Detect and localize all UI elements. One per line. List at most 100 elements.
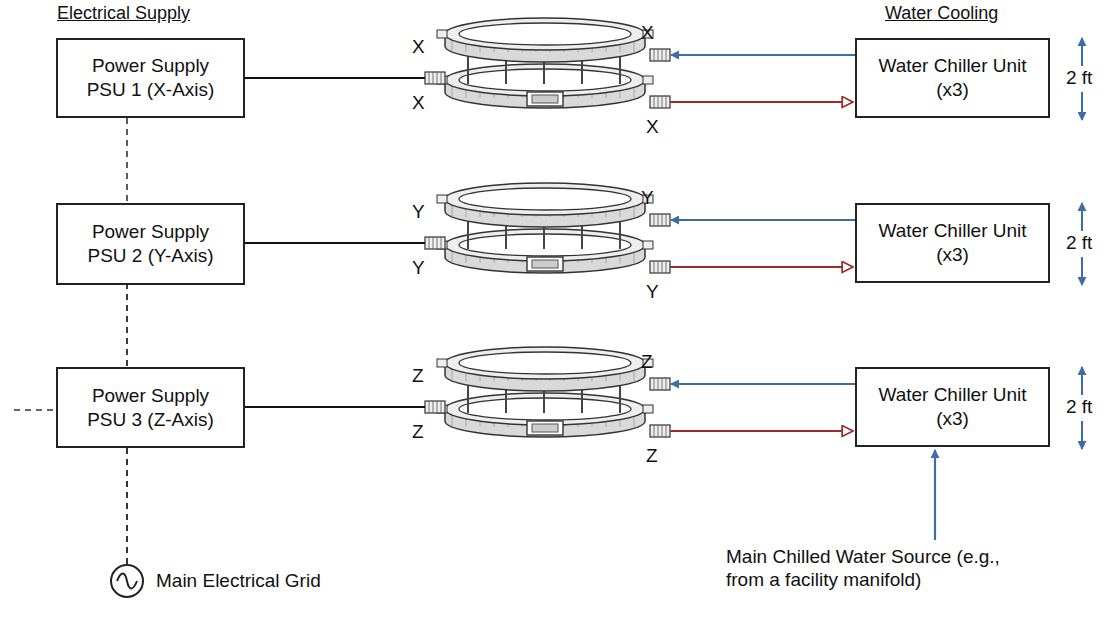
section-heading: Water Cooling [885,3,998,25]
power-cable [245,242,425,244]
chiller-box: Water Chiller Unit (x3) [855,38,1050,118]
fitting-thread [658,49,659,61]
hose-fitting [650,49,670,61]
axis-label: Z [412,365,424,388]
connectors [127,118,128,564]
fitting-thread [441,72,442,84]
power-supply-box: Power Supply PSU 3 (Z-Axis) [56,367,245,448]
box-text: Water Chiller Unit (x3) [870,54,1035,102]
fitting-thread [437,237,438,249]
fitting-thread [441,237,442,249]
fitting-thread [429,72,430,84]
fitting-thread [666,261,667,273]
coil-window [527,421,563,435]
fitting-thread [654,214,655,226]
wires [14,38,1082,540]
ring-tab [643,405,653,413]
dimension-label: 2 ft [1064,232,1094,255]
axis-label: Z [412,421,424,444]
axis-label: Y [412,201,425,224]
fitting-thread [429,401,430,413]
source-label: Main Electrical Grid [156,569,321,593]
fitting-thread [437,72,438,84]
power-cable [245,406,425,408]
fitting-thread [658,96,659,108]
fitting-thread [654,49,655,61]
hose-fitting [425,237,445,249]
dashed-power-feed [126,118,128,564]
box-text: Water Chiller Unit (x3) [870,383,1035,431]
ring-bore [459,188,631,210]
hose-fitting [650,214,670,226]
section-heading: Electrical Supply [57,3,190,25]
hose-fitting [425,401,445,413]
fitting-thread [658,378,659,390]
helmholtz-coil [425,347,670,437]
warm-water-return [670,266,853,268]
fitting-thread [654,425,655,437]
dimension-arrow [1081,38,1083,66]
fitting-thread [666,49,667,61]
axis-label: Z [646,445,658,468]
dashed-feed [14,409,56,411]
fitting-thread [666,96,667,108]
fitting-thread [666,378,667,390]
axis-label: Y [641,187,654,210]
ring-tab [643,241,653,249]
ring-bore [459,23,631,45]
coil-window-inner [532,95,558,103]
chilled-water-supply [671,219,855,221]
ring-tab [437,30,447,38]
fitting-thread [437,401,438,413]
fitting-thread [662,378,663,390]
fitting-thread [441,401,442,413]
fitting-thread [666,214,667,226]
ring-bore [459,352,631,374]
helmholtz-coil [425,18,670,108]
sine-wave [117,574,137,589]
hose-fitting [425,72,445,84]
dimension-arrow [1081,421,1083,449]
dimension-arrow [1081,203,1083,231]
axis-label: X [412,92,425,115]
ring-flange [445,183,645,215]
source-note: Main Chilled Water Source (e.g., from a … [726,546,1008,592]
dimension-label: 2 ft [1064,396,1094,419]
ring-flange [445,347,645,379]
ac-symbol [112,566,142,596]
ring-tab [437,359,447,367]
warm-water-return [670,430,853,432]
axis-label: X [412,36,425,59]
ring-flange [445,18,645,50]
box-text: Power Supply PSU 3 (Z-Axis) [86,384,216,432]
coil-window-inner [532,260,558,268]
fitting-thread [662,425,663,437]
main-water-arrow [934,450,936,540]
ring-tab [437,195,447,203]
dimension-arrow [1081,367,1083,395]
dimension-arrow [1081,92,1083,120]
dashed-power-feed [126,448,128,564]
grid-source-circle: Main Electrical Grid [110,564,144,598]
axis-label: X [641,22,654,45]
hose-fitting [650,378,670,390]
ring-tab [643,76,653,84]
fitting-thread [658,425,659,437]
fitting-thread [662,214,663,226]
chiller-box: Water Chiller Unit (x3) [855,203,1050,283]
helmholtz-coil [425,183,670,273]
fitting-thread [433,401,434,413]
fitting-thread [654,261,655,273]
warm-water-return [670,101,853,103]
coil-window [527,257,563,271]
chilled-water-supply [671,383,855,385]
fitting-thread [658,214,659,226]
box-text: Power Supply PSU 2 (Y-Axis) [86,220,216,268]
axis-label: Y [646,281,659,304]
dimension-arrow [1081,257,1083,285]
axis-label: Y [412,257,425,280]
fitting-thread [666,425,667,437]
coil-illustrations [425,18,670,437]
box-text: Power Supply PSU 1 (X-Axis) [86,54,216,102]
power-cable [245,77,425,79]
